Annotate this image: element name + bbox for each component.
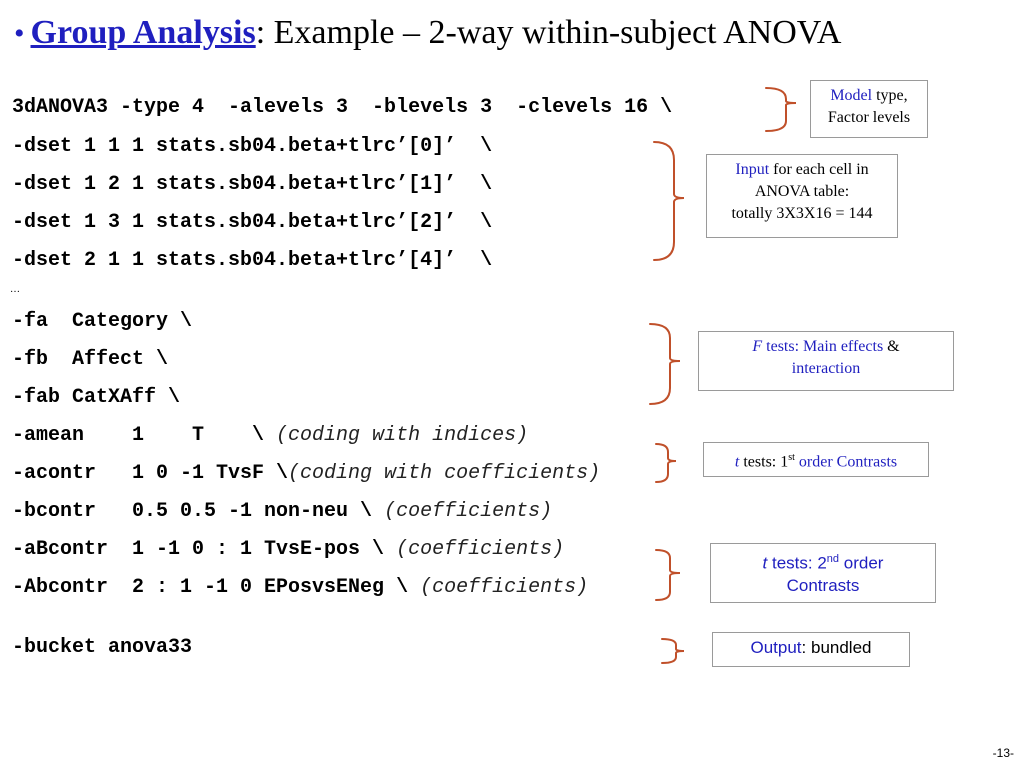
- note-ttests2-rest: order: [839, 553, 884, 573]
- code-line-10: -acontr 1 0 -1 TvsF \(coding with coeffi…: [12, 462, 600, 486]
- note-ftests-italic: F: [752, 338, 763, 355]
- code-line-9: -amean 1 T \ (coding with indices): [12, 424, 528, 448]
- note-ftests-line2: interaction: [791, 360, 861, 377]
- note-ttests-1: t tests: 1st order Contrasts: [703, 442, 929, 477]
- code-line-9-text: -amean 1 T \: [12, 424, 277, 447]
- bullet: •: [14, 17, 25, 50]
- note-ttests2-italic: t: [762, 553, 768, 573]
- code-line-1: 3dANOVA3 -type 4 -alevels 3 -blevels 3 -…: [12, 96, 673, 119]
- code-line-13-text: -Abcontr 2 : 1 -1 0 EPosvsENeg \: [12, 576, 421, 599]
- code-line-2: -dset 1 1 1 stats.sb04.beta+tlrc’[0]’ \: [12, 135, 493, 158]
- note-ttests-2: t tests: 2nd order Contrasts: [710, 543, 936, 603]
- note-input-line3: totally 3X3X16 = 144: [731, 205, 873, 222]
- brace-input: [653, 141, 685, 261]
- slide-title: •Group Analysis: Example – 2-way within-…: [14, 14, 842, 52]
- ellipsis: …: [10, 284, 20, 295]
- note-output: Output: bundled: [712, 632, 910, 667]
- note-ttests2-text: tests: 2: [767, 553, 827, 573]
- code-line-6: -fa Category \: [12, 310, 193, 333]
- code-line-12-text: -aBcontr 1 -1 0 : 1 TvsE-pos \: [12, 538, 397, 561]
- note-model-line2: Factor levels: [827, 109, 911, 126]
- note-model-text: type,: [872, 87, 908, 104]
- code-line-5: -dset 2 1 1 stats.sb04.beta+tlrc’[4]’ \: [12, 249, 493, 272]
- note-ftests: F tests: Main effects & interaction: [698, 331, 954, 391]
- code-line-11: -bcontr 0.5 0.5 -1 non-neu \ (coefficien…: [12, 500, 552, 524]
- brace-model: [765, 87, 797, 132]
- code-line-7: -fb Affect \: [12, 348, 169, 371]
- note-input-line2: ANOVA table:: [754, 183, 850, 200]
- brace-ftests: [649, 323, 681, 405]
- code-comment: (coding with indices): [276, 424, 529, 447]
- note-ftests-amp: &: [883, 338, 900, 355]
- code-line-11-text: -bcontr 0.5 0.5 -1 non-neu \: [12, 500, 385, 523]
- note-input: Input for each cell in ANOVA table: tota…: [706, 154, 898, 238]
- brace-ttests1: [655, 443, 677, 483]
- note-input-text: for each cell in: [769, 161, 869, 178]
- note-model: Model type, Factor levels: [810, 80, 928, 138]
- code-line-12: -aBcontr 1 -1 0 : 1 TvsE-pos \ (coeffici…: [12, 538, 564, 562]
- note-ftests-keyword: tests: Main effects: [762, 338, 884, 355]
- note-model-keyword: Model: [830, 87, 873, 104]
- code-line-3: -dset 1 2 1 stats.sb04.beta+tlrc’[1]’ \: [12, 173, 493, 196]
- note-output-keyword: Output: [750, 638, 802, 657]
- code-line-8: -fab CatXAff \: [12, 386, 181, 409]
- note-output-text: : bundled: [801, 638, 872, 657]
- note-ttests1-sup: st: [788, 452, 795, 463]
- title-rest: : Example – 2-way within-subject ANOVA: [255, 14, 842, 51]
- note-ttests1-text: tests: 1: [739, 453, 789, 471]
- code-comment: (coefficients): [384, 500, 553, 523]
- code-comment: (coding with coefficients): [288, 462, 601, 485]
- code-line-10-text: -acontr 1 0 -1 TvsF \: [12, 462, 289, 485]
- brace-ttests2: [655, 549, 681, 601]
- note-ttests2-line2: Contrasts: [786, 575, 860, 595]
- code-comment: (coefficients): [396, 538, 565, 561]
- brace-output: [661, 638, 685, 664]
- code-line-14: -bucket anova33: [12, 636, 193, 659]
- note-ttests1-keyword: order Contrasts: [794, 453, 898, 471]
- code-line-13: -Abcontr 2 : 1 -1 0 EPosvsENeg \ (coeffi…: [12, 576, 588, 600]
- code-line-4: -dset 1 3 1 stats.sb04.beta+tlrc’[2]’ \: [12, 211, 493, 234]
- note-ttests1-italic: t: [734, 453, 740, 471]
- note-input-keyword: Input: [735, 161, 770, 178]
- page-number: -13-: [992, 746, 1014, 760]
- note-ttests2-sup: nd: [826, 553, 840, 565]
- title-heading-link[interactable]: Group Analysis: [30, 14, 256, 51]
- code-comment: (coefficients): [420, 576, 589, 599]
